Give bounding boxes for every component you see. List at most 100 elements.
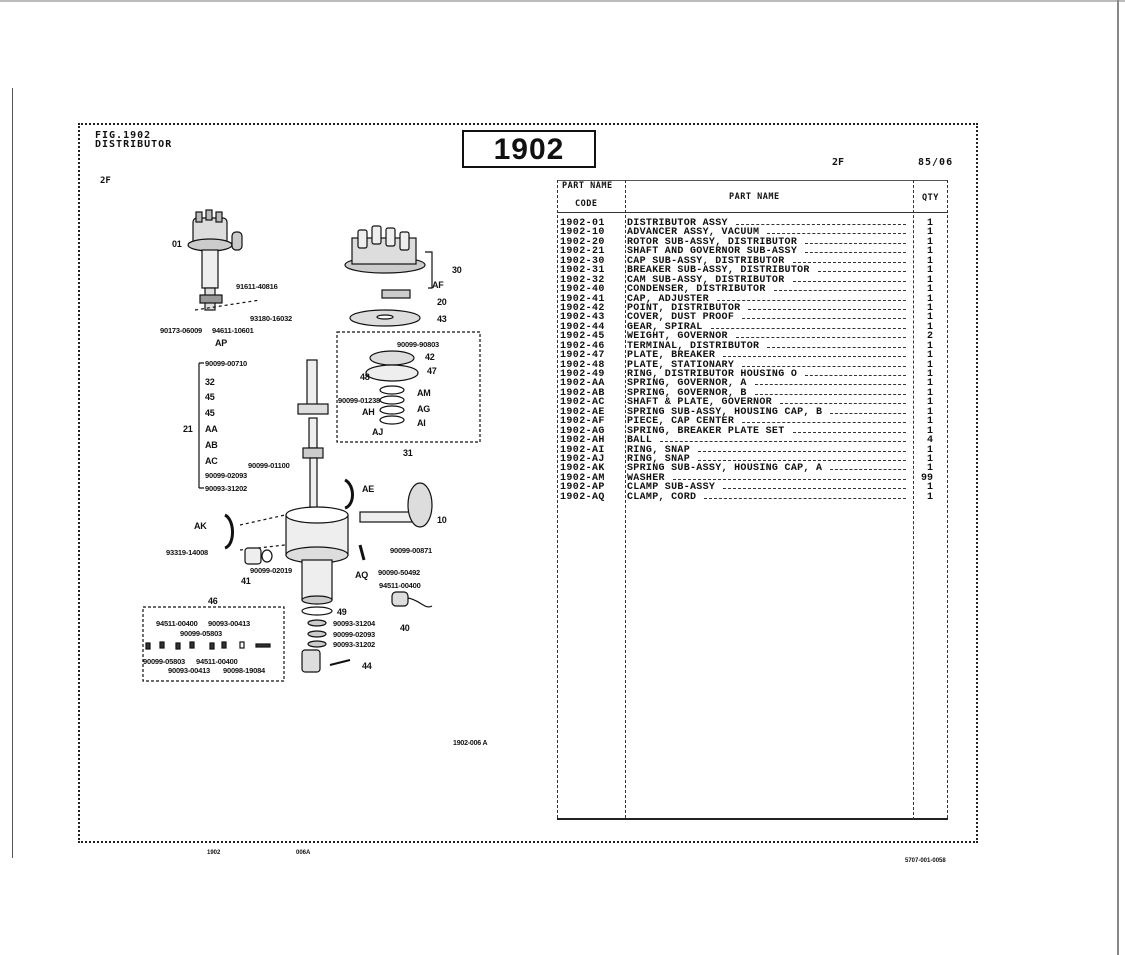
distributor-cap-illustration bbox=[344, 225, 433, 289]
rotor-illustration bbox=[381, 289, 411, 299]
part-name: ADVANCER ASSY, VACUUM bbox=[627, 227, 760, 239]
callout-label: 47 bbox=[427, 366, 437, 376]
part-code: 1902-10 bbox=[560, 227, 605, 239]
callout-label: 30 bbox=[452, 265, 462, 275]
part-name: TERMINAL, DISTRIBUTOR bbox=[627, 340, 760, 352]
callout-label: 90099-00871 bbox=[390, 546, 433, 555]
part-code: 1902-AJ bbox=[560, 453, 605, 465]
table-row: 1902-44 GEAR, SPIRAL 1 bbox=[557, 321, 948, 333]
leader-dashes bbox=[735, 219, 906, 225]
part-name-cell: SHAFT & PLATE, GOVERNOR bbox=[627, 398, 912, 408]
callout-label: 45 bbox=[205, 392, 215, 402]
callout-label: 90173-06009 bbox=[160, 326, 203, 335]
table-row: 1902-AJ RING, SNAP 1 bbox=[557, 453, 948, 465]
callout-label: 90099-01238 bbox=[338, 396, 381, 405]
part-name-cell: SPRING, GOVERNOR, A bbox=[627, 378, 912, 390]
vacuum-advancer-illustration bbox=[359, 482, 433, 528]
part-code: 1902-AP bbox=[560, 482, 605, 494]
parts-table: PART NAME CODE PART NAME QTY 1902-01 DIS… bbox=[557, 180, 948, 820]
callout-label: 90098-19084 bbox=[223, 666, 266, 675]
spiral-gear-illustration bbox=[301, 649, 321, 673]
part-qty: 1 bbox=[926, 227, 933, 239]
callout-label: AP bbox=[215, 338, 228, 348]
part-code: 1902-42 bbox=[560, 302, 605, 314]
part-qty: 1 bbox=[926, 453, 933, 465]
callout-label: 90093-00413 bbox=[168, 666, 211, 675]
part-name: WASHER bbox=[627, 472, 665, 484]
table-row: 1902-10 ADVANCER ASSY, VACUUM 1 bbox=[557, 227, 948, 239]
part-name: CAP SUB-ASSY, DISTRIBUTOR bbox=[627, 255, 785, 267]
part-name: SPRING, GOVERNOR, A bbox=[627, 378, 747, 390]
part-name: CONDENSER, DISTRIBUTOR bbox=[627, 284, 766, 296]
callout-label: 90090-50492 bbox=[378, 568, 421, 577]
part-name: WEIGHT, GOVERNOR bbox=[627, 331, 728, 343]
figure-title: FIG.1902 DISTRIBUTOR bbox=[95, 131, 172, 150]
callout-label: 90099-02093 bbox=[333, 630, 376, 639]
part-code: 1902-32 bbox=[560, 274, 605, 286]
leader-dashes bbox=[830, 408, 906, 414]
leader-dashes bbox=[805, 238, 906, 244]
leader-dashes bbox=[779, 398, 906, 405]
part-name: CLAMP SUB-ASSY bbox=[627, 482, 716, 494]
part-qty: 1 bbox=[926, 359, 933, 371]
condenser-illustration bbox=[391, 591, 409, 607]
part-name: PIECE, CAP CENTER bbox=[627, 416, 735, 428]
leader-dashes bbox=[698, 455, 906, 461]
table-row: 1902-48 PLATE, STATIONARY 1 bbox=[557, 359, 948, 371]
part-code: 1902-AG bbox=[560, 425, 605, 437]
callout-label: AA bbox=[205, 424, 218, 434]
part-qty: 1 bbox=[926, 293, 933, 305]
part-code: 1902-AI bbox=[560, 444, 605, 456]
table-row: 1902-42 POINT, DISTRIBUTOR 1 bbox=[557, 302, 948, 314]
callout-label: AH bbox=[362, 407, 375, 417]
spring-ak-illustration bbox=[224, 513, 234, 550]
part-code: 1902-AB bbox=[560, 387, 605, 399]
callout-label: 90099-90803 bbox=[397, 340, 440, 349]
callout-label: 93319-14008 bbox=[166, 548, 209, 557]
part-code: 1902-44 bbox=[560, 321, 605, 333]
table-row: 1902-AG SPRING, BREAKER PLATE SET 1 bbox=[557, 425, 948, 437]
leader-dashes bbox=[735, 332, 906, 339]
part-name-cell: PLATE, BREAKER bbox=[627, 350, 912, 361]
part-code: 1902-43 bbox=[560, 312, 605, 324]
table-row: 1902-40 CONDENSER, DISTRIBUTOR 1 bbox=[557, 284, 948, 296]
callout-label: 44 bbox=[362, 661, 372, 671]
part-code: 1902-31 bbox=[560, 265, 605, 277]
callout-label: AG bbox=[417, 404, 431, 414]
part-qty: 1 bbox=[926, 378, 933, 390]
part-code: 1902-47 bbox=[560, 350, 605, 362]
callout-label: 90093-00413 bbox=[208, 619, 251, 628]
leader-dashes bbox=[754, 379, 906, 386]
part-name-cell: SPRING, BREAKER PLATE SET bbox=[627, 426, 912, 436]
part-name: CLAMP, CORD bbox=[627, 491, 697, 503]
callout-label: 94511-00400 bbox=[196, 657, 238, 666]
part-qty: 1 bbox=[926, 274, 933, 286]
part-name: RING, SNAP bbox=[627, 444, 691, 456]
part-name: GEAR, SPIRAL bbox=[627, 321, 703, 333]
callout-label: AF bbox=[432, 280, 444, 290]
part-code: 1902-21 bbox=[560, 246, 605, 258]
callout-label: 41 bbox=[241, 576, 251, 586]
part-code: 1902-AK bbox=[560, 463, 605, 475]
callout-label: 46 bbox=[208, 596, 218, 606]
table-row: 1902-43 COVER, DUST PROOF 1 bbox=[557, 312, 948, 324]
table-row: 1902-AB SPRING, GOVERNOR, B 1 bbox=[557, 387, 948, 399]
callout-label: 90099-02093 bbox=[205, 471, 248, 480]
callout-label: 10 bbox=[437, 515, 447, 525]
leader-dashes bbox=[723, 483, 906, 490]
callout-label: AC bbox=[205, 456, 218, 466]
leader-dashes bbox=[830, 464, 906, 471]
part-name-cell: WASHER bbox=[627, 472, 912, 484]
distributor-housing-illustration bbox=[239, 506, 349, 605]
leader-dashes bbox=[805, 370, 906, 376]
callout-label: 90099-02019 bbox=[250, 566, 293, 575]
callout-label: 21 bbox=[183, 424, 193, 434]
part-qty: 4 bbox=[926, 435, 933, 447]
part-qty: 1 bbox=[926, 491, 933, 503]
part-code: 1902-AF bbox=[560, 416, 605, 428]
callout-label: 94511-00400 bbox=[379, 581, 421, 590]
callout-label: 90093-31202 bbox=[333, 640, 376, 649]
cord-clamp-illustration bbox=[358, 544, 366, 561]
leader-dashes bbox=[710, 323, 906, 329]
part-name: CAM SUB-ASSY, DISTRIBUTOR bbox=[627, 274, 785, 286]
